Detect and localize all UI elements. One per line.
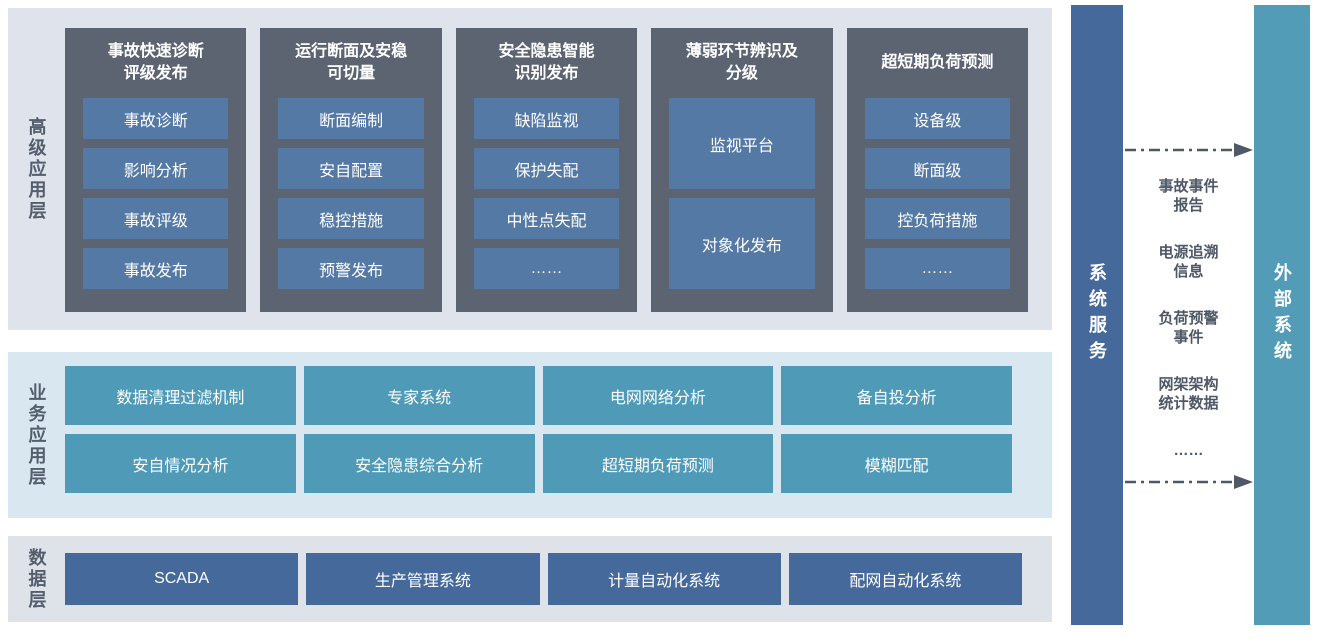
app-item: …… (864, 248, 1011, 289)
advanced-columns: 事故快速诊断 评级发布 事故诊断 影响分析 事故评级 事故发布 运行断面及安稳 … (65, 28, 1029, 312)
column-title: 事故快速诊断 评级发布 (107, 43, 204, 82)
column-operation-section: 运行断面及安稳 可切量 断面编制 安自配置 稳控措施 预警发布 (260, 28, 442, 312)
business-item: 安全隐患综合分析 (303, 434, 535, 493)
business-item: 备自投分析 (781, 366, 1012, 425)
column-title: 超短期负荷预测 (881, 54, 994, 72)
app-item: 控负荷措施 (864, 198, 1011, 239)
data-source-row: SCADA 生产管理系统 计量自动化系统 配网自动化系统 (65, 553, 1022, 605)
column-accident-diagnosis: 事故快速诊断 评级发布 事故诊断 影响分析 事故评级 事故发布 (65, 28, 247, 312)
flow-item-list: 事故事件 报告 电源追溯 信息 负荷预警 事件 网架架构 统计数据 …… (1123, 177, 1254, 460)
column-items: 设备级 断面级 控负荷措施 …… (864, 98, 1011, 312)
column-hidden-danger: 安全隐患智能 识别发布 缺陷监视 保护失配 中性点失配 …… (455, 28, 638, 312)
flow-item: 网架架构 统计数据 (1158, 376, 1219, 412)
layer-label-advanced: 高级应用层 (26, 116, 47, 222)
app-item: 事故发布 (83, 248, 229, 289)
app-item: 稳控措施 (278, 198, 424, 239)
external-system-bar: 外部系统 (1254, 5, 1310, 625)
layer-label-data: 数据层 (26, 547, 47, 611)
app-item: …… (473, 248, 620, 289)
data-layer-panel: 数据层 SCADA 生产管理系统 计量自动化系统 配网自动化系统 (8, 536, 1052, 622)
data-flow-arrow-bottom (1125, 475, 1253, 489)
data-source-item: SCADA (65, 553, 299, 605)
external-system-label: 外部系统 (1272, 263, 1292, 367)
app-item: 事故评级 (83, 198, 229, 239)
business-item: 安自情况分析 (65, 434, 296, 493)
column-items: 事故诊断 影响分析 事故评级 事故发布 (83, 98, 229, 312)
app-item: 断面编制 (278, 98, 424, 139)
app-item: 事故诊断 (83, 98, 229, 139)
data-source-item: 配网自动化系统 (788, 553, 1022, 605)
business-layer-label-area: 业务应用层 (8, 352, 65, 518)
data-flow-channel: 事故事件 报告 电源追溯 信息 负荷预警 事件 网架架构 统计数据 …… (1123, 5, 1254, 625)
data-layer-label-area: 数据层 (8, 536, 65, 622)
business-grid: 数据清理过滤机制 专家系统 电网网络分析 备自投分析 安自情况分析 安全隐患综合… (65, 366, 1012, 493)
column-items: 断面编制 安自配置 稳控措施 预警发布 (278, 98, 424, 312)
app-item: 安自配置 (278, 148, 424, 189)
flow-item: 电源追溯 信息 (1158, 244, 1219, 280)
system-service-label: 系统服务 (1087, 263, 1107, 367)
column-load-forecast: 超短期负荷预测 设备级 断面级 控负荷措施 …… (846, 28, 1029, 312)
app-item: 断面级 (864, 148, 1011, 189)
data-source-item: 生产管理系统 (306, 553, 540, 605)
flow-item: 事故事件 报告 (1158, 178, 1219, 214)
business-item: 电网网络分析 (542, 366, 774, 425)
system-service-bar: 系统服务 (1071, 5, 1123, 625)
app-item: 监视平台 (669, 98, 815, 189)
flow-item: 负荷预警 事件 (1158, 310, 1219, 346)
layer-label-business: 业务应用层 (26, 382, 47, 488)
app-item: 保护失配 (473, 148, 620, 189)
app-item: 影响分析 (83, 148, 229, 189)
column-items: 监视平台 对象化发布 (669, 98, 815, 312)
advanced-application-layer-panel: 高级应用层 事故快速诊断 评级发布 事故诊断 影响分析 事故评级 事故发布 运行… (8, 8, 1052, 330)
business-application-layer-panel: 业务应用层 数据清理过滤机制 专家系统 电网网络分析 备自投分析 安自情况分析 … (8, 352, 1052, 518)
business-item: 模糊匹配 (781, 434, 1012, 493)
app-item: 对象化发布 (669, 198, 815, 289)
business-item: 专家系统 (303, 366, 535, 425)
data-flow-arrow-top (1125, 143, 1253, 157)
advanced-layer-label-area: 高级应用层 (8, 8, 65, 330)
data-source-item: 计量自动化系统 (547, 553, 781, 605)
app-item: 设备级 (864, 98, 1011, 139)
app-item: 缺陷监视 (473, 98, 620, 139)
app-item: 预警发布 (278, 248, 424, 289)
column-items: 缺陷监视 保护失配 中性点失配 …… (473, 98, 620, 312)
flow-item: …… (1173, 442, 1204, 459)
column-title: 运行断面及安稳 可切量 (295, 43, 408, 82)
column-title: 安全隐患智能 识别发布 (498, 43, 595, 82)
business-item: 超短期负荷预测 (542, 434, 774, 493)
business-item: 数据清理过滤机制 (65, 366, 296, 425)
column-title: 薄弱环节辨识及 分级 (685, 43, 798, 82)
column-weak-link: 薄弱环节辨识及 分级 监视平台 对象化发布 (651, 28, 833, 312)
app-item: 中性点失配 (473, 198, 620, 239)
